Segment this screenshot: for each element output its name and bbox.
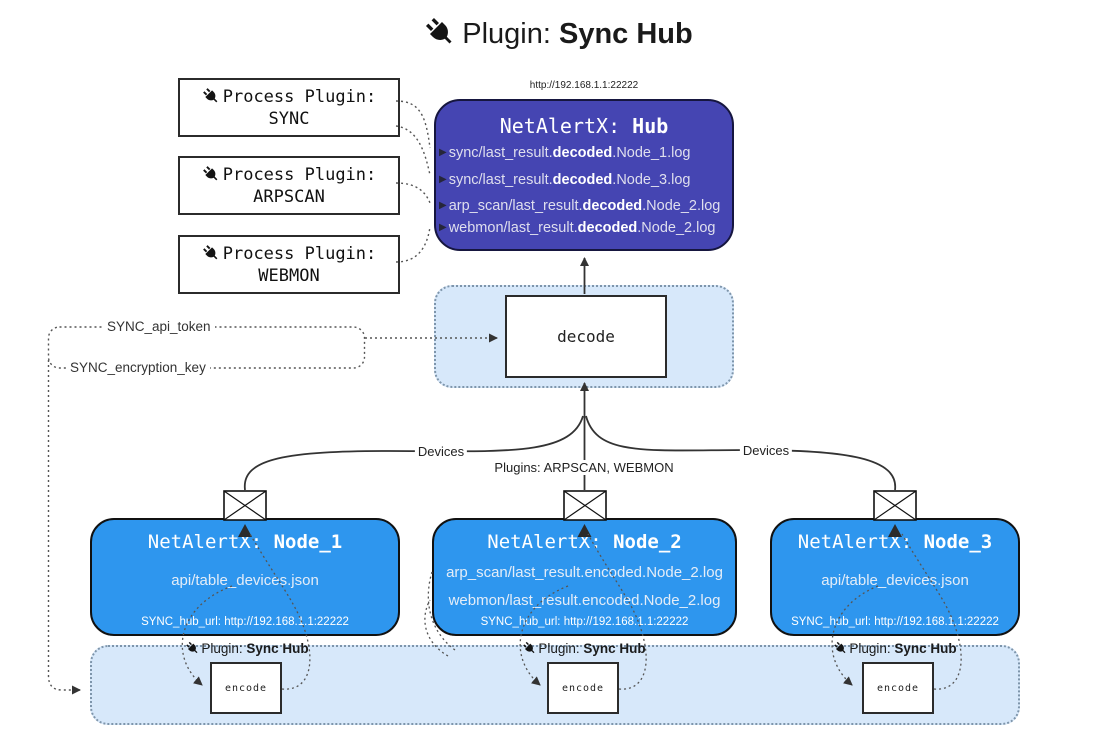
node-title: NetAlertX: Node_1 [147, 531, 343, 553]
page-title: Plugin: Sync Hub [0, 15, 1117, 51]
hub-log-line: ▶sync/last_result.decoded.Node_1.log [439, 145, 691, 161]
envelope-icon [563, 490, 607, 521]
process-plugin-name: WEBMON [258, 265, 320, 286]
hub-box: NetAlertX: Hub ▶sync/last_result.decoded… [434, 99, 734, 251]
encoder-plugin-label: Plugin: Sync Hub [185, 640, 309, 656]
encoder-plugin-label: Plugin: Sync Hub [522, 640, 646, 656]
node-file: webmon/last_result.encoded.Node_2.log [448, 592, 721, 609]
envelope-icon [873, 490, 917, 521]
edge-label-plugins: Plugins: ARPSCAN, WEBMON [491, 460, 677, 475]
arrow-marker-icon: ▶ [439, 174, 447, 185]
title-bold: Sync Hub [558, 18, 693, 50]
hub-url: http://192.168.1.1:22222 [529, 80, 639, 91]
node-hub-url: SYNC_hub_url: http://192.168.1.1:22222 [141, 616, 349, 628]
process-plugin-name: SYNC [268, 108, 310, 129]
plug-icon [522, 640, 537, 656]
hub-title: NetAlertX: Hub [499, 114, 669, 138]
node-box-node2: NetAlertX: Node_2 arp_scan/last_result.e… [432, 518, 737, 636]
decode-box: decode [505, 295, 667, 378]
plug-icon [833, 640, 848, 656]
arrow-marker-icon: ▶ [439, 222, 447, 233]
node-box-node3: NetAlertX: Node_3 api/table_devices.json… [770, 518, 1020, 636]
node-title: NetAlertX: Node_3 [797, 531, 993, 553]
encoder-plugin-label: Plugin: Sync Hub [833, 640, 957, 656]
process-plugin-name: ARPSCAN [253, 186, 325, 207]
node-box-node1: NetAlertX: Node_1 api/table_devices.json… [90, 518, 400, 636]
node-file: arp_scan/last_result.encoded.Node_2.log [446, 564, 723, 581]
node-title: NetAlertX: Node_2 [487, 531, 682, 553]
title-prefix: Plugin: [462, 18, 559, 50]
process-plugin-label: Process Plugin: [201, 164, 376, 186]
plug-icon [201, 243, 220, 262]
arrow-marker-icon: ▶ [439, 200, 447, 211]
edge-label-devices-right: Devices [739, 443, 793, 458]
edge-label-devices-left: Devices [414, 444, 468, 459]
arrow-marker-icon: ▶ [439, 147, 447, 158]
hub-log-line: ▶webmon/last_result.decoded.Node_2.log [439, 220, 716, 236]
hub-log-line: ▶arp_scan/last_result.decoded.Node_2.log [439, 198, 721, 214]
plug-icon [201, 86, 220, 105]
encode-box: encode [210, 662, 282, 714]
plug-icon [185, 640, 200, 656]
node-hub-url: SYNC_hub_url: http://192.168.1.1:22222 [480, 616, 689, 628]
process-plugin-box-arpscan: Process Plugin: ARPSCAN [178, 156, 400, 215]
process-plugin-label: Process Plugin: [201, 243, 376, 265]
encode-box: encode [547, 662, 619, 714]
envelope-icon [223, 490, 267, 521]
node-file: api/table_devices.json [821, 572, 969, 589]
plugin-to-hub-connectors [395, 100, 431, 263]
process-plugin-box-webmon: Process Plugin: WEBMON [178, 235, 400, 294]
sync-api-token-label: SYNC_api_token [103, 319, 215, 334]
node-hub-url: SYNC_hub_url: http://192.168.1.1:22222 [791, 616, 999, 628]
plug-icon [201, 164, 220, 183]
process-plugin-box-sync: Process Plugin: SYNC [178, 78, 400, 137]
hub-log-line: ▶sync/last_result.decoded.Node_3.log [439, 172, 691, 188]
node-file: api/table_devices.json [171, 572, 319, 589]
plug-icon [424, 15, 457, 49]
process-plugin-label: Process Plugin: [201, 86, 376, 108]
sync-encryption-key-label: SYNC_encryption_key [66, 360, 210, 375]
encode-box: encode [862, 662, 934, 714]
